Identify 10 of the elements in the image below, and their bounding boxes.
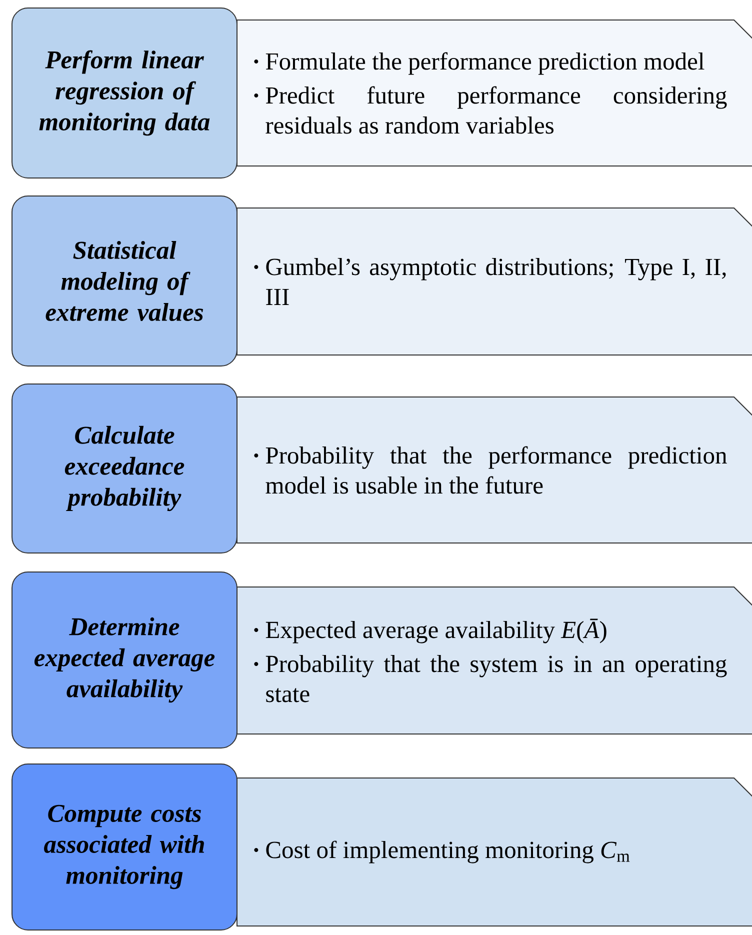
text-band: Formulate the performance prediction model Predict future performance considering residuals as random variables <box>236 20 752 166</box>
text-band: Expected average availability E(Ā) Probability that the system is in an operating state <box>236 586 752 734</box>
step-box: Statistical modeling of extreme values <box>12 196 238 366</box>
step-box: Calculate exceedance probability <box>12 384 238 554</box>
text-band: Probability that the performance prediction model is usable in the future <box>236 396 752 544</box>
step-box: Perform linear regression of monitoring data <box>12 8 238 178</box>
step-box: Compute costs associated with monitoring <box>12 764 238 930</box>
text-band: Gumbel’s asymptotic distributions; Type I, II, III <box>236 208 752 356</box>
text-band: Cost of implementing monitoring C$_{m}$ <box>236 778 752 926</box>
step-box: Determine expected average availability <box>12 572 238 748</box>
